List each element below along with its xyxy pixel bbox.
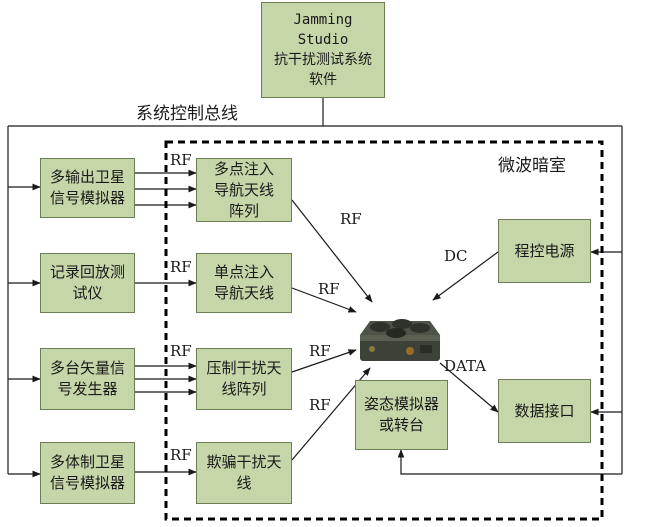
vector-signal-generator-label: 多台矢量信 号发生器 <box>49 359 125 398</box>
suppression-jamming-antenna-box: 压制干扰天 线阵列 <box>196 348 292 410</box>
spoofing-jamming-antenna-label: 欺骗干扰天 线 <box>206 453 282 492</box>
rf-single-antenna-to-dut <box>291 287 357 313</box>
rf-label-right-1: RF <box>340 210 362 228</box>
record-playback-tester-box: 记录回放测 试仪 <box>40 253 135 313</box>
multi-system-satellite-simulator-label: 多体制卫星 信号模拟器 <box>49 453 125 492</box>
data-link-line <box>439 362 499 413</box>
single-point-antenna-label: 单点注入 导航天线 <box>213 263 274 302</box>
rf-label-left-3: RF <box>170 342 192 360</box>
programmable-power-supply-box: 程控电源 <box>498 219 591 283</box>
rf-label-left-1: RF <box>170 151 192 169</box>
vector-signal-generator-box: 多台矢量信 号发生器 <box>40 348 135 410</box>
data-interface-label: 数据接口 <box>514 401 575 420</box>
dc-power-to-dut <box>432 251 499 301</box>
attitude-simulator-label: 姿态模拟器 或转台 <box>363 395 439 434</box>
rf-suppression-to-dut <box>291 349 357 373</box>
rf-label-right-2: RF <box>318 280 340 298</box>
multi-point-antenna-array-label: 多点注入 导航天线 阵列 <box>213 159 274 220</box>
receiver-device-under-test <box>360 319 440 361</box>
multi-system-satellite-simulator-box: 多体制卫星 信号模拟器 <box>40 442 135 504</box>
anechoic-chamber-border <box>164 140 604 521</box>
multi-output-satellite-simulator-label: 多输出卫星 信号模拟器 <box>49 168 125 207</box>
bus-to-attitude <box>397 449 622 475</box>
spoofing-jamming-antenna-box: 欺骗干扰天 线 <box>196 442 292 504</box>
jamming-studio-software-box: Jamming Studio 抗干扰测试系统 软件 <box>261 2 385 98</box>
rf-label-right-4: RF <box>309 396 331 414</box>
anechoic-chamber-label: 微波暗室 <box>498 156 566 176</box>
multi-point-antenna-array-box: 多点注入 导航天线 阵列 <box>196 158 292 222</box>
rf-label-right-3: RF <box>309 342 331 360</box>
programmable-power-supply-label: 程控电源 <box>514 241 575 260</box>
record-playback-tester-label: 记录回放测 试仪 <box>49 263 125 302</box>
data-interface-box: 数据接口 <box>498 379 591 443</box>
dc-label: DC <box>444 247 468 265</box>
suppression-jamming-antenna-label: 压制干扰天 线阵列 <box>206 359 282 398</box>
attitude-simulator-box: 姿态模拟器 或转台 <box>355 380 448 450</box>
rf-label-left-4: RF <box>170 446 192 464</box>
control-bus-label: 系统控制总线 <box>136 104 238 124</box>
rf-label-left-2: RF <box>170 258 192 276</box>
jamming-studio-label: Jamming Studio 抗干扰测试系统 软件 <box>274 12 372 88</box>
rf-multi-antenna-to-dut <box>291 199 373 303</box>
multi-output-satellite-simulator-box: 多输出卫星 信号模拟器 <box>40 158 135 218</box>
data-label: DATA <box>444 357 487 375</box>
single-point-antenna-box: 单点注入 导航天线 <box>196 253 292 313</box>
